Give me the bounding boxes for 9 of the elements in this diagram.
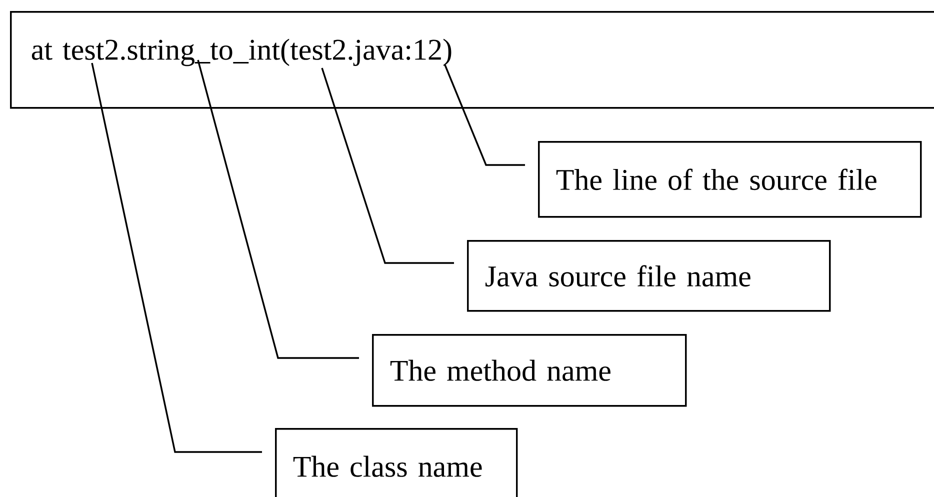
leader-line <box>321 68 454 264</box>
label-box: The method name <box>372 334 687 407</box>
leader-line <box>197 60 359 359</box>
code-box: at test2.string_to_int(test2.java:12) <box>10 11 934 109</box>
label-box: The class name <box>275 428 518 497</box>
label-box: The line of the source file <box>538 141 922 218</box>
label-box: Java source file name <box>467 240 831 312</box>
leader-line <box>444 64 525 166</box>
leader-line <box>91 62 262 453</box>
